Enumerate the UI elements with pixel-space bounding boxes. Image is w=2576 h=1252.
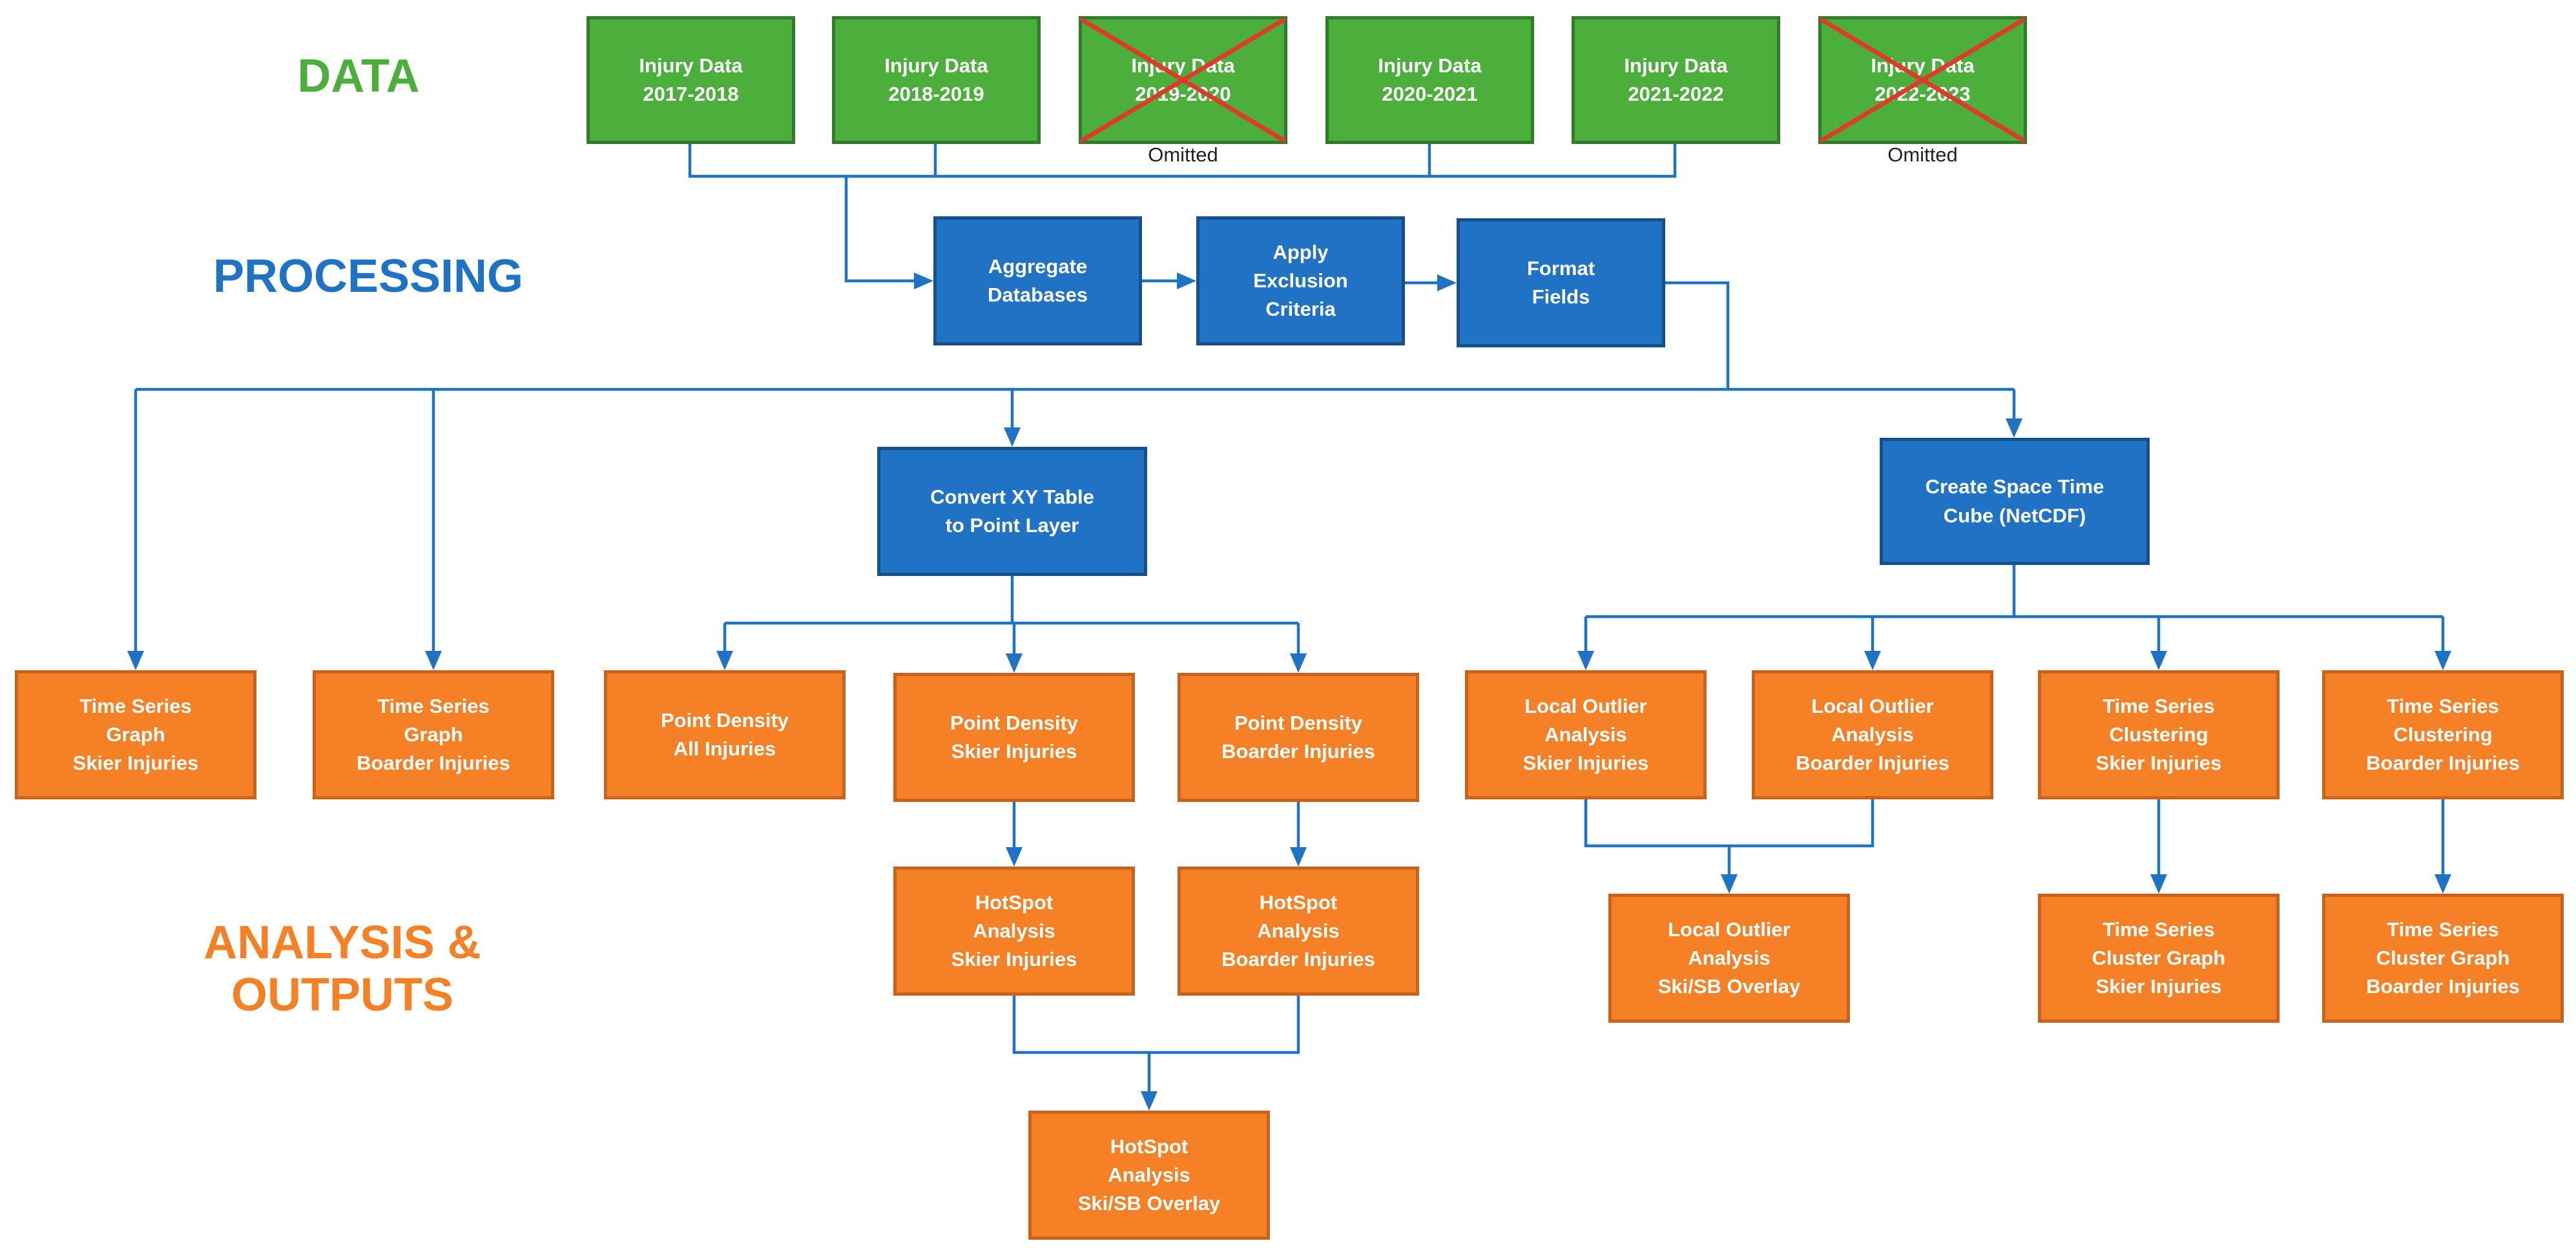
data-box-2017-2018: Injury Data 2017-2018	[587, 16, 795, 144]
ts-clustering-boarder-box: Time Series Clustering Boarder Injuries	[2322, 670, 2564, 799]
arrowhead-hs-overlay	[1141, 1091, 1158, 1111]
point-density-skier-box: Point Density Skier Injuries	[893, 673, 1135, 802]
point-density-all-box: Point Density All Injuries	[604, 670, 846, 799]
convert-xy-table-box: Convert XY Table to Point Layer	[877, 447, 1147, 576]
connector-lo-join	[1584, 799, 1875, 848]
arrowhead-format	[1437, 274, 1457, 291]
arrowhead-tsc-boarder	[2435, 651, 2451, 670]
section-label-data: DATA	[297, 50, 420, 102]
data-box-2019-2020: Injury Data 2019-2020	[1079, 16, 1287, 144]
arrowhead-lo-overlay	[1721, 874, 1738, 894]
ts-clustering-skier-box: Time Series Clustering Skier Injuries	[2038, 670, 2280, 799]
arrowhead-space-time-cube	[2006, 418, 2022, 438]
data-box-2022-2023: Injury Data 2022-2023	[1818, 16, 2027, 144]
local-outlier-skier-box: Local Outlier Analysis Skier Injuries	[1465, 670, 1707, 799]
arrowhead-ts-graph-boarder	[425, 651, 442, 670]
arrowhead-tscg-skier	[2150, 874, 2167, 894]
ts-graph-boarder-box: Time Series Graph Boarder Injuries	[313, 670, 554, 799]
apply-exclusion-criteria-box: Apply Exclusion Criteria	[1196, 216, 1405, 345]
aggregate-databases-box: Aggregate Databases	[933, 216, 1142, 345]
section-label-processing: PROCESSING	[213, 251, 524, 302]
data-box-2020-2021: Injury Data 2020-2021	[1325, 16, 1534, 144]
ts-cluster-graph-skier-box: Time Series Cluster Graph Skier Injuries	[2038, 894, 2280, 1023]
arrowhead-ts-graph-skier	[127, 651, 144, 670]
connector-to-aggregate	[844, 176, 920, 283]
arrowhead-pd-all	[716, 651, 733, 670]
arrowhead-aggregate	[914, 272, 933, 289]
data-box-2018-2019: Injury Data 2018-2019	[832, 16, 1041, 144]
hotspot-boarder-box: HotSpot Analysis Boarder Injuries	[1178, 867, 1419, 996]
connector-format-to-branch	[1665, 281, 1730, 389]
data-box-2021-2022: Injury Data 2021-2022	[1572, 16, 1780, 144]
arrowhead-tsc-skier	[2150, 651, 2167, 670]
arrowhead-lo-boarder	[1864, 651, 1881, 670]
connector-hs-join	[1012, 996, 1300, 1054]
arrowhead-hs-boarder	[1290, 847, 1307, 867]
local-outlier-overlay-box: Local Outlier Analysis Ski/SB Overlay	[1608, 894, 1850, 1023]
arrowhead-convert-xy	[1004, 427, 1021, 447]
arrowhead-tscg-boarder	[2435, 874, 2451, 894]
omitted-note-2022-2023: Omitted	[1887, 143, 1958, 166]
arrowhead-exclusion	[1177, 272, 1196, 289]
arrowhead-hs-skier	[1006, 847, 1023, 867]
ts-graph-skier-box: Time Series Graph Skier Injuries	[15, 670, 256, 799]
arrowhead-pd-skier	[1006, 653, 1023, 673]
hotspot-skier-box: HotSpot Analysis Skier Injuries	[893, 867, 1135, 996]
create-space-time-cube-box: Create Space Time Cube (NetCDF)	[1880, 438, 2150, 565]
omitted-note-2019-2020: Omitted	[1148, 143, 1218, 166]
format-fields-box: Format Fields	[1457, 218, 1665, 347]
section-label-analysis: ANALYSIS & OUTPUTS	[203, 917, 481, 1021]
point-density-boarder-box: Point Density Boarder Injuries	[1178, 673, 1419, 802]
local-outlier-boarder-box: Local Outlier Analysis Boarder Injuries	[1752, 670, 1993, 799]
hotspot-overlay-box: HotSpot Analysis Ski/SB Overlay	[1028, 1111, 1270, 1240]
arrowhead-lo-skier	[1577, 651, 1594, 670]
arrowhead-pd-boarder	[1290, 653, 1307, 673]
ts-cluster-graph-boarder-box: Time Series Cluster Graph Boarder Injuri…	[2322, 894, 2564, 1023]
